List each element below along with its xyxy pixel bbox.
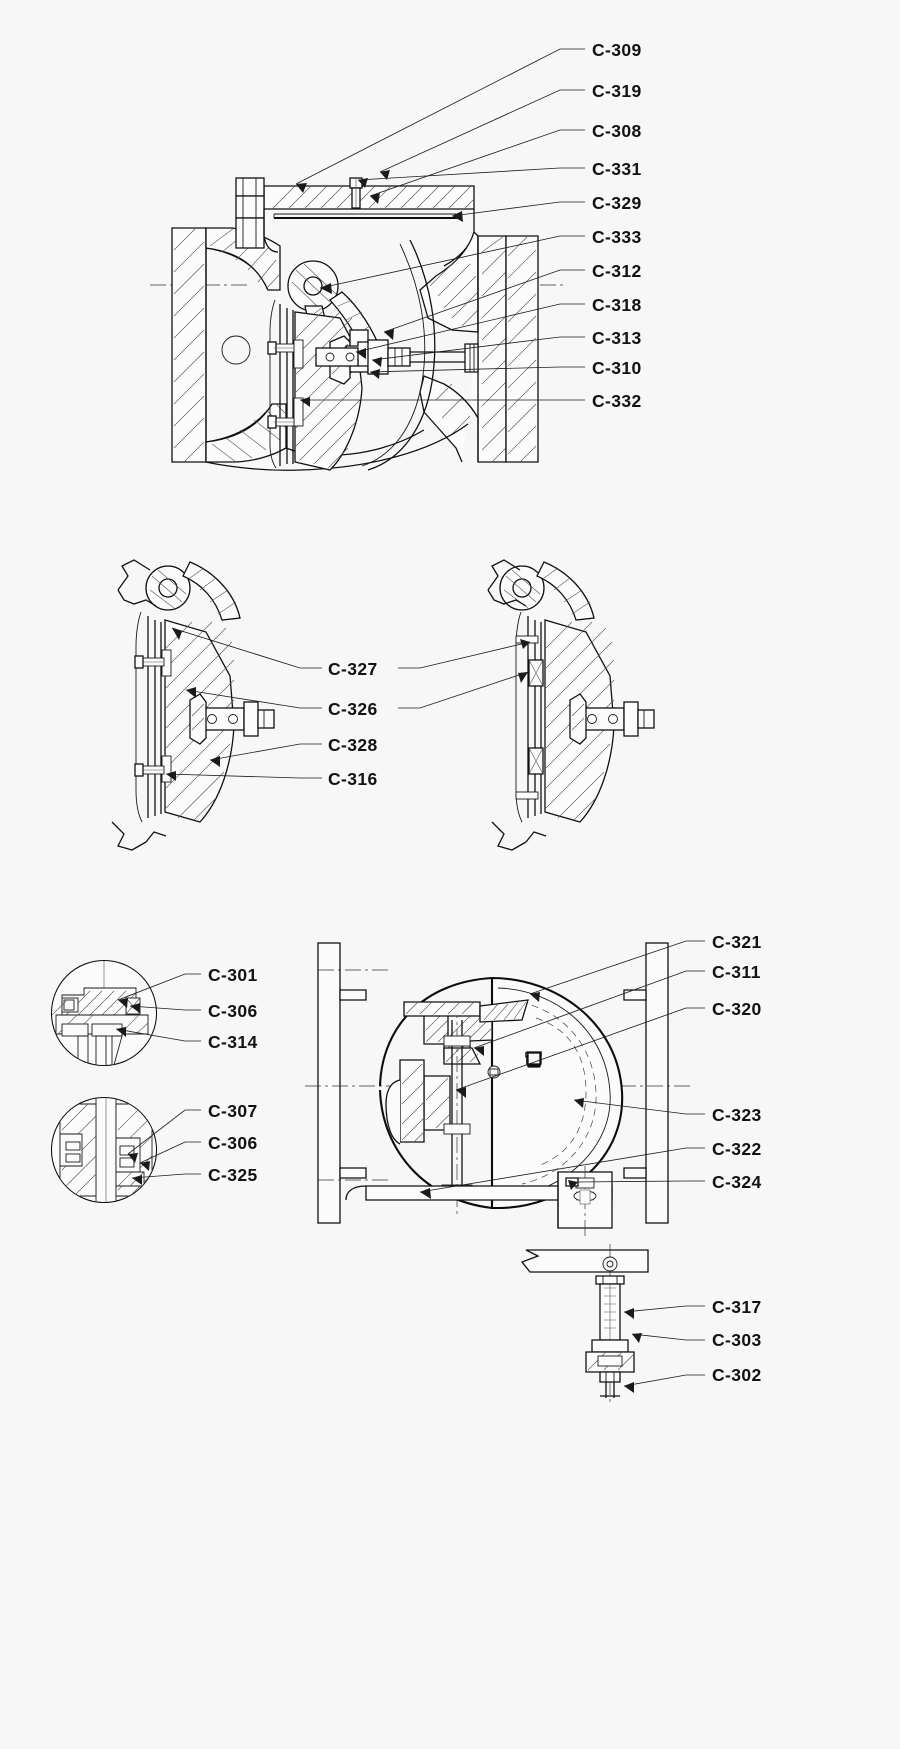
- callout-c331: C-331: [592, 159, 642, 179]
- bottom-left-flange: [305, 942, 400, 1224]
- leader-lines-top-view: [295, 48, 585, 401]
- callout-c312: C-312: [592, 261, 642, 281]
- seat-screw-upper-left: [134, 655, 165, 669]
- callout-c324: C-324: [712, 1172, 762, 1192]
- callout-c303: C-303: [712, 1330, 762, 1350]
- disc-retainer-screw-lower: [267, 415, 295, 429]
- leader-lines-detail-b: [127, 1109, 201, 1179]
- callout-c307: C-307: [208, 1101, 258, 1121]
- leader-lines-detail-a: [115, 973, 201, 1042]
- view-detail-circle-b: C-307 C-306 C-325: [50, 1096, 258, 1204]
- lever-block-right: [569, 693, 655, 745]
- lever-block-left: [189, 693, 275, 745]
- disc-retainer-screw-upper: [267, 341, 295, 355]
- stem-seat-stack: [385, 999, 529, 1215]
- butterfly-disc-body: [378, 976, 624, 1210]
- view-detail-circle-a: C-301 C-306 C-314: [50, 959, 258, 1067]
- callout-c301: C-301: [208, 965, 258, 985]
- callout-c314: C-314: [208, 1032, 258, 1052]
- half-section-left: [111, 559, 275, 851]
- callout-c322: C-322: [712, 1139, 762, 1159]
- half-section-right: [487, 559, 655, 851]
- callout-c323: C-323: [712, 1105, 762, 1125]
- callout-c325: C-325: [208, 1165, 258, 1185]
- view-top-swing-check-section: C-309 C-319 C-308 C-331 C-329 C-333 C-31…: [150, 40, 642, 471]
- callout-group-bottom-view: C-321 C-311 C-320 C-323 C-322 C-324: [712, 932, 762, 1192]
- callout-c320: C-320: [712, 999, 762, 1019]
- callout-c318: C-318: [592, 295, 642, 315]
- seat-screw-lower-right: [515, 791, 539, 800]
- leader-lines-middle-view: [165, 627, 531, 779]
- leader-arrowheads-hanger: [624, 1308, 642, 1393]
- callout-group-detail-b: C-307 C-306 C-325: [208, 1101, 258, 1185]
- leader-arrowheads-top: [296, 170, 463, 407]
- seat-screw-lower-left: [134, 763, 165, 777]
- callout-c309: C-309: [592, 40, 642, 60]
- inspection-port: [221, 335, 251, 365]
- callout-c316: C-316: [328, 769, 378, 789]
- leader-arrowheads-bottom: [420, 992, 584, 1199]
- leader-arrowheads-middle: [166, 628, 530, 781]
- callout-c302: C-302: [712, 1365, 762, 1385]
- callout-c313: C-313: [592, 328, 642, 348]
- seal-box-upper-right: [528, 659, 544, 687]
- callout-group-top-view: C-309 C-319 C-308 C-331 C-329 C-333 C-31…: [592, 40, 642, 411]
- view-middle-half-sections: C-327 C-326 C-328 C-316: [111, 559, 655, 851]
- view-bottom-assembly: C-321 C-311 C-320 C-323 C-322 C-324: [305, 932, 762, 1240]
- valve-body-inlet: [205, 227, 287, 463]
- callout-group-hanger: C-317 C-303 C-302: [712, 1297, 762, 1385]
- left-flange: [171, 227, 207, 463]
- leader-arrowheads-detail-a: [116, 998, 140, 1037]
- callout-c319: C-319: [592, 81, 642, 101]
- callout-group-middle-view: C-327 C-326 C-328 C-316: [328, 659, 378, 789]
- callout-c317: C-317: [712, 1297, 762, 1317]
- bonnet-cover: [235, 177, 475, 267]
- cover-bolt-left: [235, 177, 265, 249]
- callout-c333: C-333: [592, 227, 642, 247]
- top-nub-1: [527, 1052, 541, 1065]
- callout-c306-b: C-306: [208, 1133, 258, 1153]
- callout-group-detail-a: C-301 C-306 C-314: [208, 965, 258, 1052]
- leader-arrowheads-detail-b: [128, 1153, 150, 1185]
- callout-c328: C-328: [328, 735, 378, 755]
- callout-c306-a: C-306: [208, 1001, 258, 1021]
- callout-c332: C-332: [592, 391, 642, 411]
- leader-lines-bottom-view: [419, 940, 705, 1193]
- view-hanger-detail: C-317 C-303 C-302: [520, 1244, 762, 1404]
- callout-c311: C-311: [712, 962, 761, 982]
- callout-c308: C-308: [592, 121, 642, 141]
- seal-box-lower-right: [528, 747, 544, 775]
- callout-c321: C-321: [712, 932, 762, 952]
- callout-c329: C-329: [592, 193, 642, 213]
- hinge-pin-boss: [287, 260, 339, 312]
- callout-c310: C-310: [592, 358, 642, 378]
- callout-c327: C-327: [328, 659, 378, 679]
- bottom-right-flange: [620, 942, 690, 1224]
- callout-c326: C-326: [328, 699, 378, 719]
- leader-lines-hanger: [623, 1305, 705, 1387]
